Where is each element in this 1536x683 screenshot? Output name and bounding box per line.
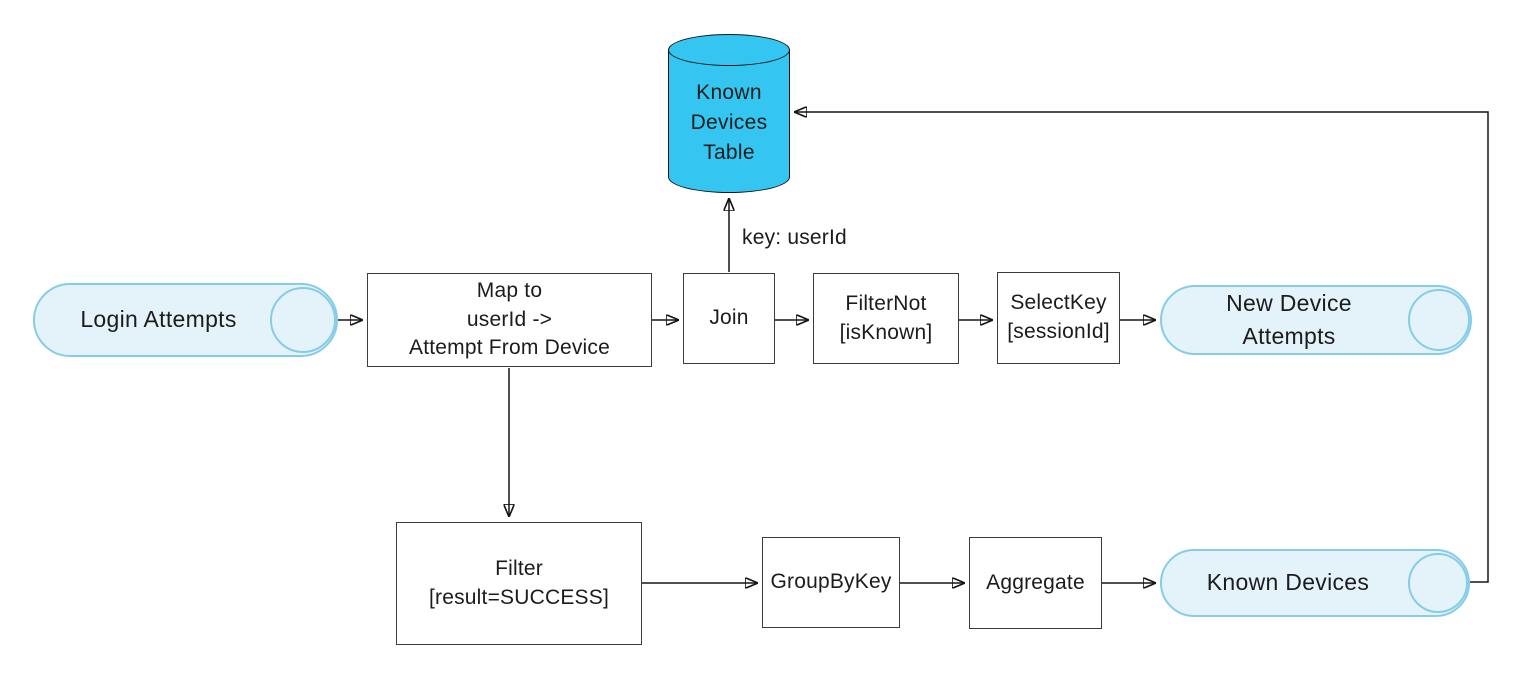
node-processor-map: Map to userId -> Attempt From Device bbox=[367, 273, 652, 367]
cylinder-end-cap bbox=[1408, 289, 1470, 351]
table-label-line: Devices bbox=[690, 111, 768, 134]
processor-label-line: [result=SUCCESS] bbox=[428, 585, 609, 609]
processor-label-line: [sessionId] bbox=[1007, 320, 1110, 343]
processor-label-line: userId -> bbox=[466, 307, 553, 331]
processor-label-line: GroupByKey bbox=[770, 570, 892, 594]
topic-label-line: Attempts bbox=[1242, 323, 1336, 349]
cylinder-top-ellipse bbox=[668, 34, 790, 66]
node-topic-known-devices: Known Devices bbox=[1160, 549, 1470, 617]
node-processor-filter: Filter [result=SUCCESS] bbox=[396, 522, 642, 645]
processor-label-line: [isKnown] bbox=[839, 320, 933, 344]
topic-label: New Device Attempts bbox=[1226, 287, 1406, 354]
edge-label-key-userid: key: userId bbox=[742, 226, 847, 249]
processor-label-line: FilterNot bbox=[845, 291, 927, 315]
topic-label: Known Devices bbox=[1206, 569, 1370, 596]
node-processor-aggregate: Aggregate bbox=[969, 537, 1102, 629]
cylinder-body bbox=[668, 50, 790, 193]
node-processor-groupbykey: GroupByKey bbox=[762, 537, 900, 628]
cylinder-end-cap bbox=[270, 287, 336, 353]
processor-label-line: Attempt From Device bbox=[408, 336, 610, 360]
topic-label: Login Attempts bbox=[80, 306, 237, 333]
processor-label-line: Map to bbox=[476, 278, 543, 302]
topic-label-line: New Device bbox=[1226, 289, 1352, 316]
cylinder-end-cap bbox=[1408, 553, 1468, 613]
processor-label-line: Join bbox=[709, 306, 749, 330]
node-processor-selectkey: SelectKey [sessionId] bbox=[997, 272, 1120, 364]
node-processor-join: Join bbox=[683, 273, 775, 364]
table-label: Known Devices Table bbox=[668, 78, 790, 168]
processor-label-line: Aggregate bbox=[986, 570, 1085, 594]
node-processor-filternot: FilterNot [isKnown] bbox=[813, 273, 959, 364]
node-topic-login-attempts: Login Attempts bbox=[33, 283, 338, 357]
edge-known-devices-to-table bbox=[794, 112, 1489, 583]
node-known-devices-table: Known Devices Table bbox=[668, 34, 790, 193]
table-label-line: Table bbox=[703, 141, 755, 164]
node-topic-new-device-attempts: New Device Attempts bbox=[1160, 285, 1472, 355]
processor-label-line: SelectKey bbox=[1010, 291, 1107, 315]
table-label-line: Known bbox=[696, 81, 762, 104]
processor-label-line: Filter bbox=[495, 556, 543, 580]
